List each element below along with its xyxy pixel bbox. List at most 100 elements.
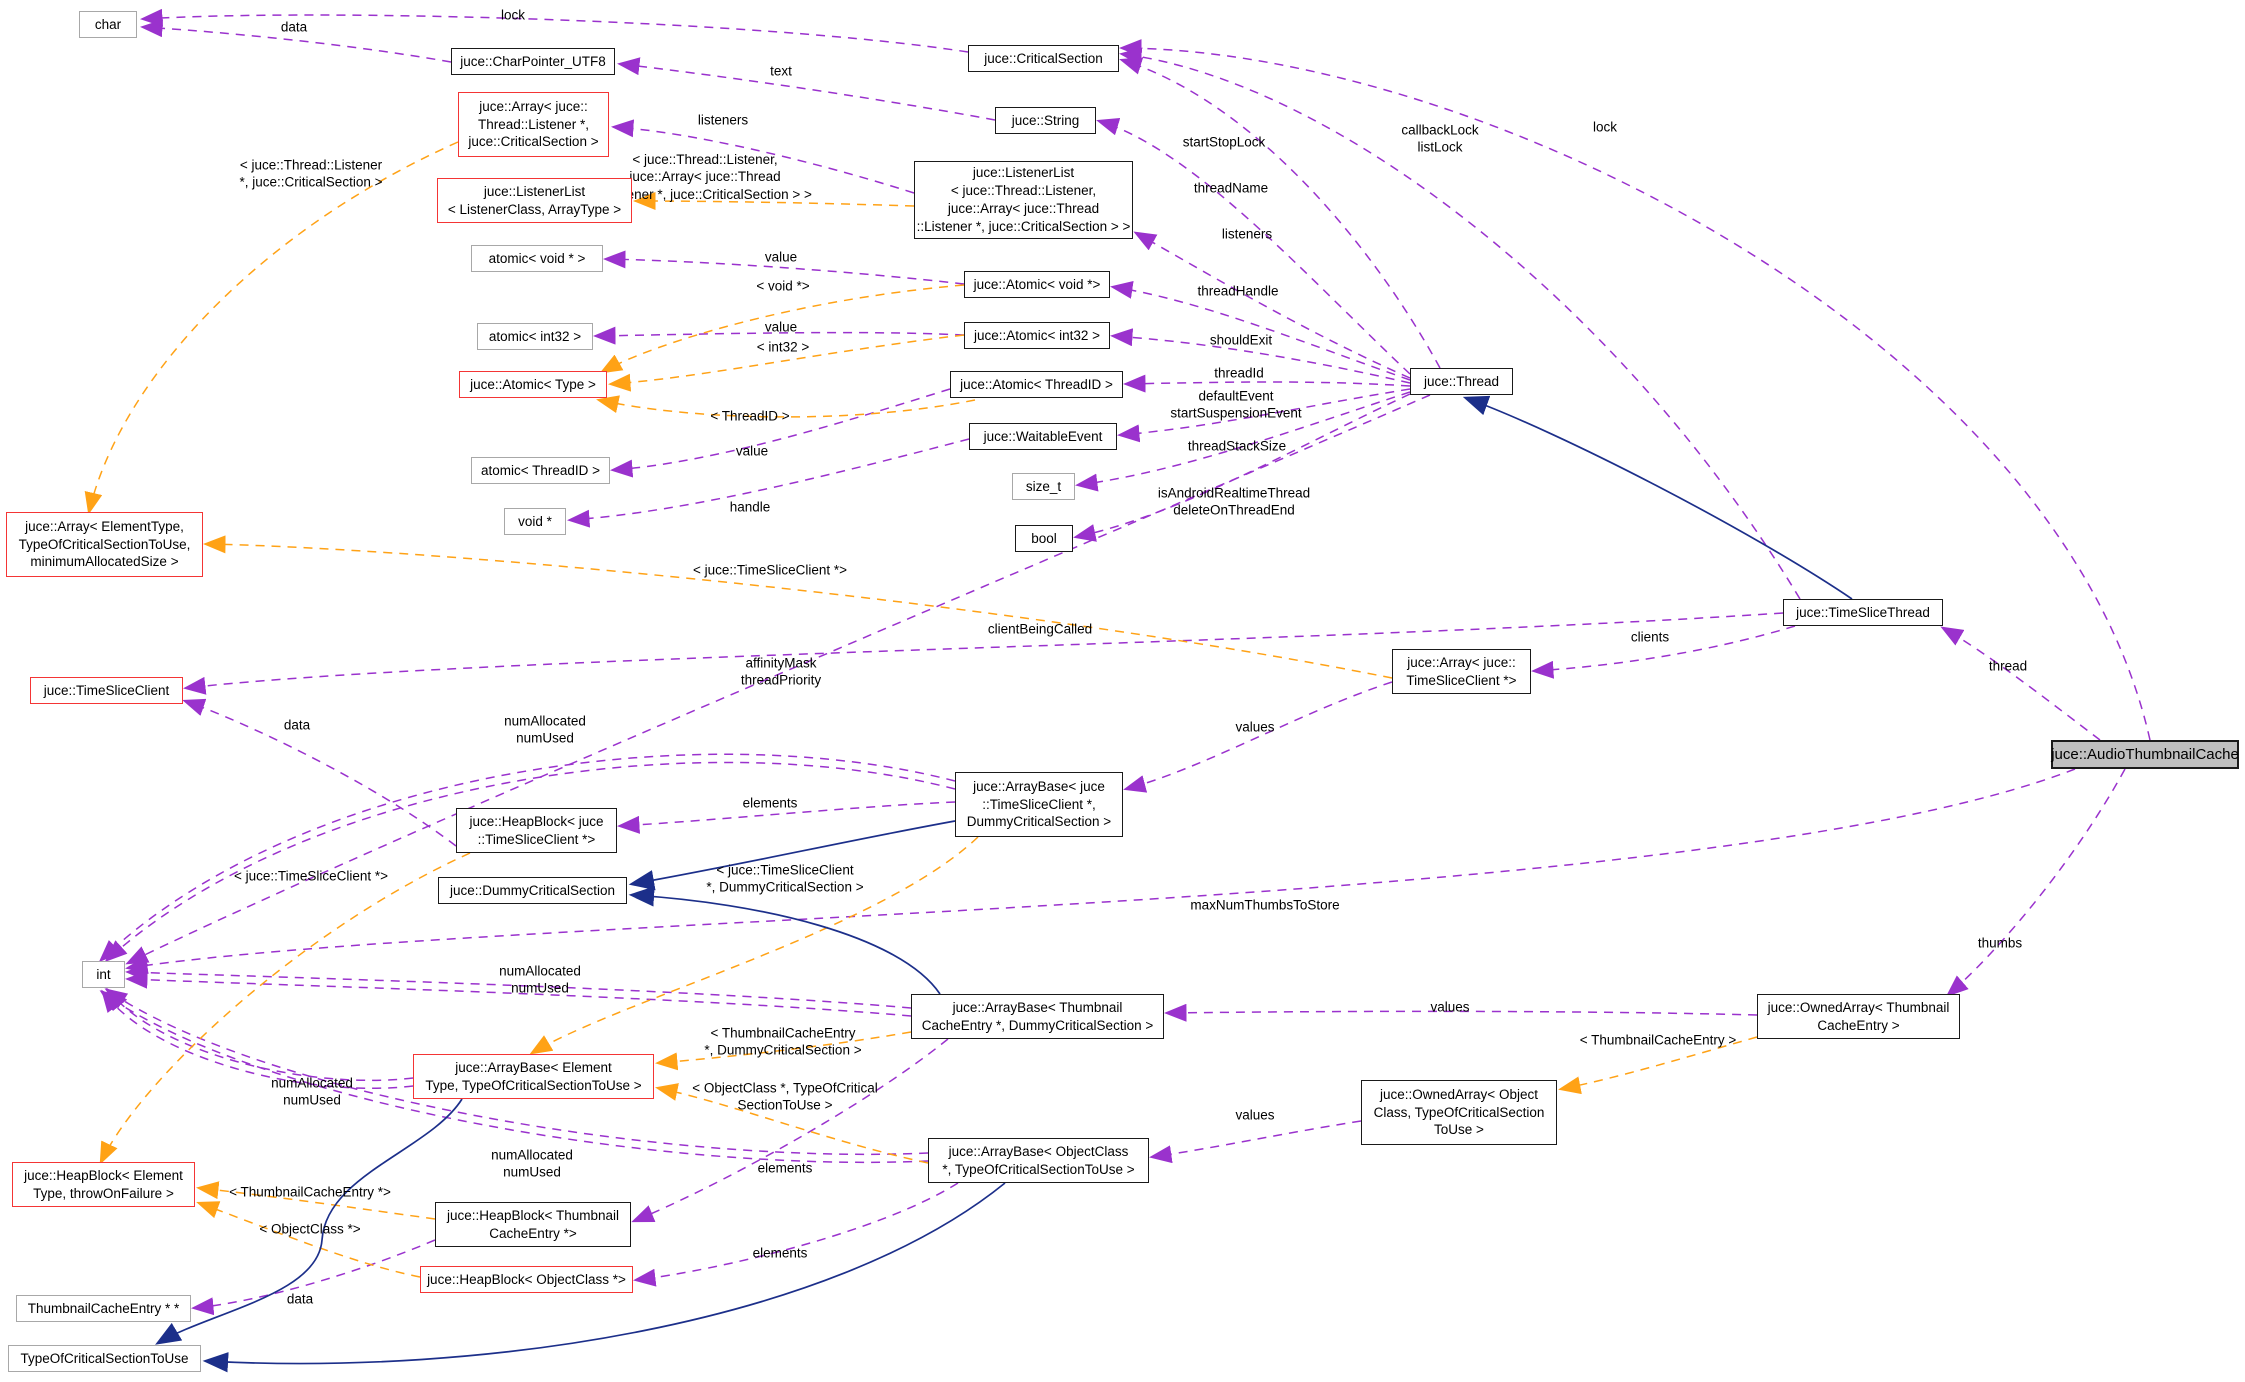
edge-clients-arrow: [1531, 625, 1796, 679]
edge-threadhandle-arrow: [1110, 280, 1411, 381]
class-node-arraybase-tce[interactable]: juce::ArrayBase< Thumbnail CacheEntry *,…: [911, 994, 1164, 1039]
edge-label-values-tsc: values: [1235, 719, 1275, 735]
edge-value-int32-arrow: [593, 326, 965, 345]
class-node-thumbnailcacheentry-pp[interactable]: ThumbnailCacheEntry * *: [16, 1295, 191, 1322]
edge-label-thumbs: thumbs: [1977, 935, 2023, 951]
edge-label-maxnumthumbs: maxNumThumbsToStore: [1190, 897, 1340, 913]
edge-isandroid-arrow: [1073, 393, 1411, 542]
edge-label-affinitymask: affinityMask threadPriority: [740, 655, 822, 688]
edge-values-tce-arrow: [1164, 1003, 1758, 1022]
edge-tmpl-arraybase-tsc-arrow: [529, 836, 979, 1055]
class-node-heapblock-oc[interactable]: juce::HeapBlock< ObjectClass *>: [420, 1266, 633, 1293]
class-node-charpointer-utf8[interactable]: juce::CharPointer_UTF8: [451, 48, 615, 75]
class-node-juce-atomic-threadid[interactable]: juce::Atomic< ThreadID >: [950, 371, 1123, 398]
class-node-atomic-voidptr[interactable]: atomic< void * >: [471, 245, 603, 272]
edge-tmpl-ownedarray-arrow: [1558, 1036, 1758, 1095]
class-node-ownedarray-tce[interactable]: juce::OwnedArray< Thumbnail CacheEntry >: [1757, 994, 1960, 1039]
edge-tmpl-heapblock-tsc-arrow: [99, 852, 471, 1165]
edge-inherit-arraybase-oc-inheritance-arrow: [202, 1182, 1006, 1373]
class-node-ownedarray-template[interactable]: juce::OwnedArray< Object Class, TypeOfCr…: [1361, 1080, 1557, 1145]
edge-numalloc-template-arrow: [106, 987, 414, 1081]
class-node-array-thread-listener[interactable]: juce::Array< juce:: Thread::Listener *, …: [458, 92, 609, 157]
edge-label-tmpl-arraybase-oc: < ObjectClass *, TypeOfCritical SectionT…: [692, 1080, 878, 1113]
edge-defaultevent-arrow: [1117, 388, 1411, 443]
edge-listeners-array-arrow: [611, 119, 915, 194]
edge-label-tmpl-atomic-voidptr: < void *>: [756, 278, 810, 294]
edge-inherit-arraybase-tsc-inheritance-arrow: [628, 820, 956, 891]
class-node-listenerlist-template[interactable]: juce::ListenerList < ListenerClass, Arra…: [437, 178, 632, 223]
class-node-heapblock-tsc[interactable]: juce::HeapBlock< juce ::TimeSliceClient …: [456, 808, 617, 853]
edge-label-listeners-array: listeners: [697, 112, 749, 128]
edge-label-tmpl-ownedarray: < ThumbnailCacheEntry >: [1579, 1032, 1737, 1048]
class-node-atomic-threadid[interactable]: atomic< ThreadID >: [471, 457, 610, 484]
edge-label-lock-cache: lock: [1592, 119, 1618, 135]
edge-tmpl-heapblock-tce-arrow: [196, 1181, 436, 1220]
class-node-arraybase-tsc[interactable]: juce::ArrayBase< juce ::TimeSliceClient …: [955, 772, 1123, 837]
edge-label-value-voidptr: value: [764, 249, 798, 265]
class-node-atomic-int32[interactable]: atomic< int32 >: [477, 323, 593, 350]
class-node-bool[interactable]: bool: [1015, 525, 1073, 552]
class-node-arraybase-oc[interactable]: juce::ArrayBase< ObjectClass *, TypeOfCr…: [928, 1138, 1149, 1183]
edge-label-values-tce: values: [1430, 999, 1470, 1015]
edge-label-tmpl-heapblock-tce: < ThumbnailCacheEntry *>: [229, 1184, 391, 1200]
edge-label-value-threadid: value: [735, 443, 769, 459]
edge-label-numalloc-tce: numAllocated numUsed: [499, 963, 581, 996]
edge-label-clientbeingcalled: clientBeingCalled: [987, 621, 1093, 637]
class-node-listenerlist-instance[interactable]: juce::ListenerList < juce::Thread::Liste…: [914, 161, 1133, 239]
edge-label-callbacklock: callbackLock listLock: [1401, 122, 1479, 155]
edge-thread-arrow: [1940, 626, 2101, 741]
class-node-array-template[interactable]: juce::Array< ElementType, TypeOfCritical…: [6, 512, 203, 577]
class-node-waitableevent[interactable]: juce::WaitableEvent: [969, 423, 1117, 450]
edge-tmpl-listenerlist-arrow: [633, 192, 915, 211]
class-node-heapblock-template[interactable]: juce::HeapBlock< Element Type, throwOnFa…: [12, 1162, 195, 1207]
edge-label-elements-tce: elements: [757, 1160, 813, 1176]
class-node-juce-atomic-voidptr[interactable]: juce::Atomic< void *>: [964, 271, 1110, 298]
class-node-juce-thread[interactable]: juce::Thread: [1410, 368, 1513, 395]
class-node-dummycriticalsection[interactable]: juce::DummyCriticalSection: [438, 877, 627, 904]
edge-values-oc-arrow: [1149, 1120, 1362, 1164]
edge-elements-oc-arrow: [633, 1182, 959, 1287]
class-node-timesliceclient[interactable]: juce::TimeSliceClient: [30, 677, 183, 704]
edge-value-threadid-arrow: [610, 388, 951, 478]
edge-label-shouldexit: shouldExit: [1209, 332, 1273, 348]
edge-tmpl-arraybase-oc-arrow: [655, 1083, 929, 1164]
edge-numalloc-template-arrow: [101, 989, 414, 1089]
class-node-heapblock-tce[interactable]: juce::HeapBlock< Thumbnail CacheEntry *>: [435, 1202, 631, 1247]
class-node-array-tsc[interactable]: juce::Array< juce:: TimeSliceClient *>: [1392, 649, 1531, 694]
edge-numalloc-tsc-arrow: [98, 753, 956, 963]
edge-label-tmpl-array-listener: < juce::Thread::Listener *, juce::Critic…: [239, 157, 383, 190]
class-node-typeofcriticalsectiontouse[interactable]: TypeOfCriticalSectionToUse: [8, 1345, 201, 1372]
class-node-criticalsection[interactable]: juce::CriticalSection: [968, 45, 1119, 72]
class-node-arraybase-template[interactable]: juce::ArrayBase< Element Type, TypeOfCri…: [413, 1054, 654, 1099]
edge-label-threadname: threadName: [1193, 180, 1269, 196]
edge-data-tce-arrow: [191, 1239, 436, 1316]
edge-tmpl-heapblock-oc-arrow: [196, 1201, 421, 1278]
class-node-size-t[interactable]: size_t: [1012, 473, 1075, 500]
edge-label-clients: clients: [1630, 629, 1670, 645]
edge-tmpl-arraybase-tce-arrow: [655, 1031, 912, 1071]
class-node-audiothumbnailcache[interactable]: juce::AudioThumbnailCache: [2051, 740, 2239, 769]
class-node-voidptr[interactable]: void *: [504, 508, 566, 535]
edge-lock-cache-arrow: [1119, 39, 2151, 741]
edge-label-text: text: [770, 63, 792, 79]
class-node-juce-atomic-int32[interactable]: juce::Atomic< int32 >: [964, 322, 1110, 349]
edge-tmpl-atomic-voidptr-arrow: [599, 284, 965, 374]
edge-numalloc-oc-arrow: [99, 990, 929, 1164]
edge-affinitymask-arrow: [125, 394, 1431, 965]
edge-elements-tsc-arrow: [617, 801, 956, 834]
edge-label-threadhandle: threadHandle: [1197, 283, 1279, 299]
edge-label-tmpl-arraybase-tsc: < juce::TimeSliceClient *, DummyCritical…: [706, 862, 864, 895]
class-node-timeslicethread[interactable]: juce::TimeSliceThread: [1783, 599, 1943, 626]
edge-label-data-tce: data: [286, 1291, 314, 1307]
edge-label-elements-oc: elements: [752, 1245, 808, 1261]
edge-lock-char-arrow: [140, 8, 969, 53]
edge-label-elements-tsc: elements: [742, 795, 798, 811]
class-node-string[interactable]: juce::String: [995, 107, 1096, 134]
edge-listeners-thread-arrow: [1133, 231, 1411, 379]
edge-handle-arrow: [567, 438, 970, 528]
class-node-juce-atomic-type[interactable]: juce::Atomic< Type >: [459, 371, 607, 398]
class-node-int[interactable]: int: [82, 961, 125, 988]
edge-clientbeingcalled-arrow: [183, 612, 1784, 695]
class-node-char[interactable]: char: [79, 11, 137, 38]
